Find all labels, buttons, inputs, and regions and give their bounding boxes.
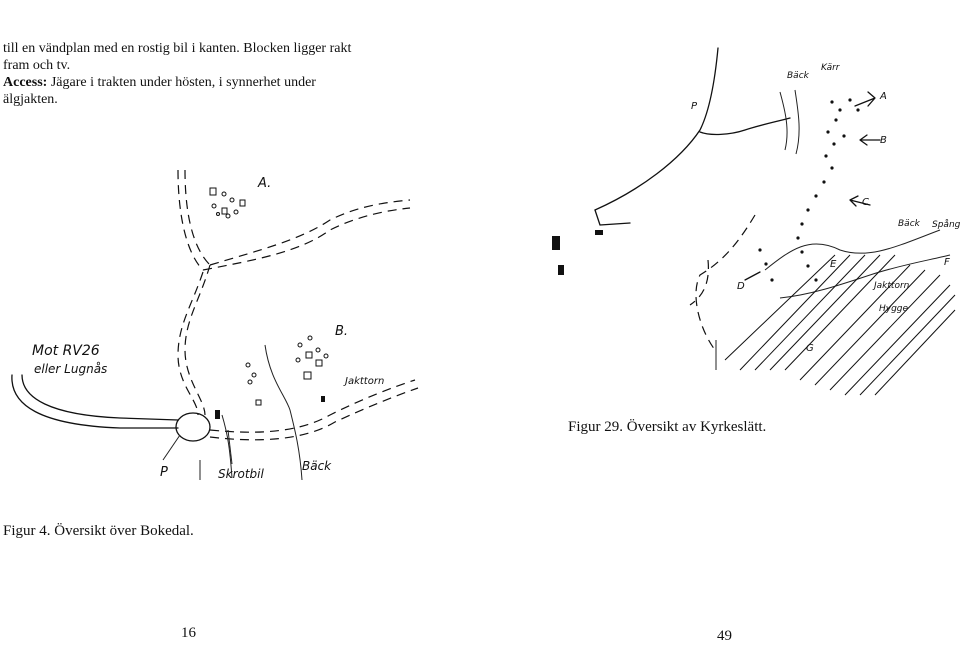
hygge-hatching — [724, 254, 956, 396]
kyrkeslatt-map-sketch — [552, 47, 956, 396]
map-label-g: G — [806, 343, 814, 354]
map-label-back: Bäck — [302, 459, 332, 473]
map-label-b-right: B — [880, 135, 887, 146]
blocks-a — [209, 187, 246, 219]
bokedal-map-sketch — [11, 169, 419, 481]
map-label-spang: Spång — [932, 220, 960, 230]
map-label-karr: Kärr — [821, 63, 840, 73]
map-label-a: A. — [258, 176, 272, 191]
map-label-e: E — [830, 259, 837, 270]
access-text: Jägare i trakten under hösten, i synnerh… — [47, 75, 316, 90]
intro-line-2: fram och tv. — [3, 58, 71, 73]
map-label-jakttorn-right: Jakttorn — [874, 281, 910, 291]
boulder-dots — [758, 98, 860, 282]
page-number-left: 16 — [181, 625, 196, 641]
map-label-skrotbil: Skrotbil — [218, 467, 264, 481]
figure-4-caption: Figur 4. Översikt över Bokedal. — [3, 523, 194, 539]
map-label-f: F — [944, 257, 950, 268]
figure-29-caption: Figur 29. Översikt av Kyrkeslätt. — [568, 419, 767, 435]
map-label-jakttorn: Jakttorn — [345, 376, 385, 387]
map-label-c: C — [862, 197, 869, 208]
map-label-eller: eller Lugnås — [34, 362, 108, 376]
map-label-back-right: Bäck — [898, 219, 920, 229]
map-label-b: B. — [335, 324, 349, 339]
map-label-mot: Mot RV26 — [32, 343, 100, 359]
blocks-b — [245, 335, 329, 406]
map-label-p: P — [160, 465, 168, 480]
map-label-p-right: P — [691, 101, 698, 112]
page-number-right: 49 — [717, 628, 732, 644]
intro-line-1: till en vändplan med en rostig bil i kan… — [3, 41, 352, 56]
map-label-hygge: Hygge — [879, 304, 909, 314]
map-label-a-right: A — [880, 91, 887, 102]
access-line-2: älgjakten. — [3, 92, 58, 107]
map-label-back-top: Bäck — [787, 71, 809, 81]
access-paragraph: Access: Jägare i trakten under hösten, i… — [3, 74, 316, 91]
access-label: Access: — [3, 75, 48, 90]
map-label-d: D — [737, 281, 745, 292]
